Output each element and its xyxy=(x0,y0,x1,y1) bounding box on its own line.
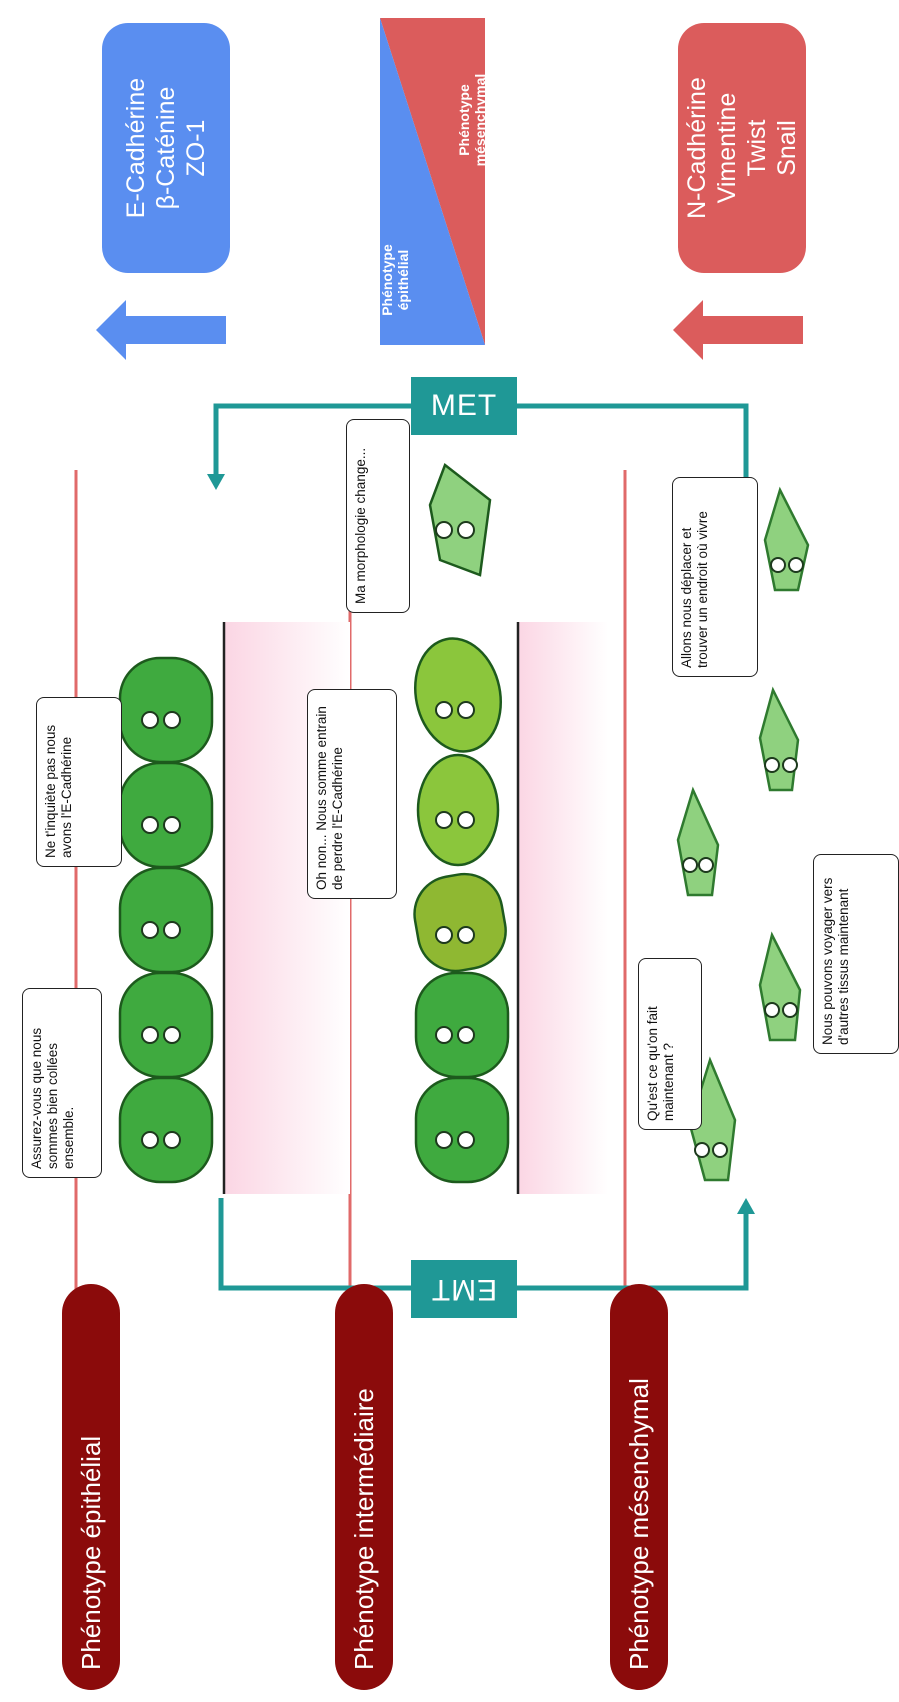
intermediate-cell xyxy=(413,872,507,973)
basement-membrane-bottom xyxy=(518,622,608,1194)
bubble-move-text: Allons nous déplacer et trouver un endro… xyxy=(679,511,711,668)
mesenchymal-markers-box: N-Cadhérine Vimentine Twist Snail xyxy=(678,23,806,273)
bubble-losing-cadherin: Oh non... Nous somme entrain de perdre l… xyxy=(307,689,397,899)
epithelial-cell xyxy=(118,971,214,1079)
met-label-text: MET xyxy=(430,389,498,422)
epithelial-gradient-triangle xyxy=(380,18,485,345)
epithelial-cell xyxy=(118,656,214,764)
mesenchymal-cell xyxy=(758,686,800,792)
emt-label: EMT xyxy=(411,1260,517,1318)
bubble-morphology: Ma morphologie change... xyxy=(346,419,410,613)
intermediate-cells xyxy=(413,462,510,1184)
phase-label-intermediate-text: Phénotype intermédiaire xyxy=(348,1388,379,1670)
intermediate-cell xyxy=(428,462,492,577)
gradient-label-epithelial-text: Phénotype épithélial xyxy=(378,244,411,316)
bubble-move: Allons nous déplacer et trouver un endro… xyxy=(672,477,758,677)
gradient-label-epithelial: Phénotype épithélial xyxy=(370,215,420,345)
bubble-travel: Nous pouvons voyager vers d'autres tissu… xyxy=(813,854,899,1054)
met-arrowhead xyxy=(207,474,225,490)
mesenchymal-marker-arrow xyxy=(673,300,803,360)
bubble-dont-worry-text: Ne t'inquiète pas nous avons l'E-Cadhéri… xyxy=(43,724,75,858)
met-label: MET xyxy=(411,377,517,435)
bubble-what-now-text: Qu'est ce qu'on fait maintenant ? xyxy=(645,1006,677,1121)
mesenchymal-cell-eyes xyxy=(682,557,804,1158)
intermediate-cell xyxy=(414,971,510,1079)
intermediate-cell xyxy=(414,1076,510,1184)
epithelial-cell xyxy=(118,866,214,974)
bubble-stick-together: Assurez-vous que nous sommes bien collée… xyxy=(22,988,102,1178)
mesenchymal-markers-text: N-Cadhérine Vimentine Twist Snail xyxy=(683,77,801,219)
mesenchymal-cell xyxy=(763,486,810,592)
gradient-label-mesenchymal-text: Phénotype mésenchymal xyxy=(455,73,488,167)
bubble-travel-text: Nous pouvons voyager vers d'autres tissu… xyxy=(820,877,852,1045)
phase-label-epithelial: Phénotype épithélial xyxy=(62,1284,120,1690)
intermediate-cell xyxy=(416,753,500,867)
bubble-what-now: Qu'est ce qu'on fait maintenant ? xyxy=(638,958,702,1130)
phase-label-mesenchymal: Phénotype mésenchymal xyxy=(610,1284,668,1690)
epithelial-cell xyxy=(118,1076,214,1184)
epithelial-markers-text: E-Cadhérine β-Caténine ZO-1 xyxy=(122,77,210,219)
emt-arrowhead xyxy=(737,1198,755,1214)
epithelial-cell xyxy=(118,761,214,869)
epithelial-marker-arrow xyxy=(96,300,226,360)
bubble-dont-worry: Ne t'inquiète pas nous avons l'E-Cadhéri… xyxy=(36,697,122,867)
mesenchymal-cell xyxy=(758,931,802,1042)
mesenchymal-cell xyxy=(676,786,720,897)
bubble-losing-cadherin-text: Oh non... Nous somme entrain de perdre l… xyxy=(314,706,346,890)
intermediate-cell-eyes xyxy=(435,521,475,1149)
epithelial-cells xyxy=(118,656,214,1184)
epithelial-markers-box: E-Cadhérine β-Caténine ZO-1 xyxy=(102,23,230,273)
phase-label-mesenchymal-text: Phénotype mésenchymal xyxy=(623,1378,654,1670)
epithelial-cell-eyes xyxy=(141,711,181,1149)
gradient-label-mesenchymal: Phénotype mésenchymal xyxy=(447,45,497,195)
bubble-stick-together-text: Assurez-vous que nous sommes bien collée… xyxy=(29,1027,77,1169)
phase-label-epithelial-text: Phénotype épithélial xyxy=(75,1435,106,1670)
bubble-morphology-text: Ma morphologie change... xyxy=(353,447,368,604)
intermediate-cell xyxy=(413,637,503,753)
emt-label-text: EMT xyxy=(430,1273,498,1306)
phase-label-intermediate: Phénotype intermédiaire xyxy=(335,1284,393,1690)
